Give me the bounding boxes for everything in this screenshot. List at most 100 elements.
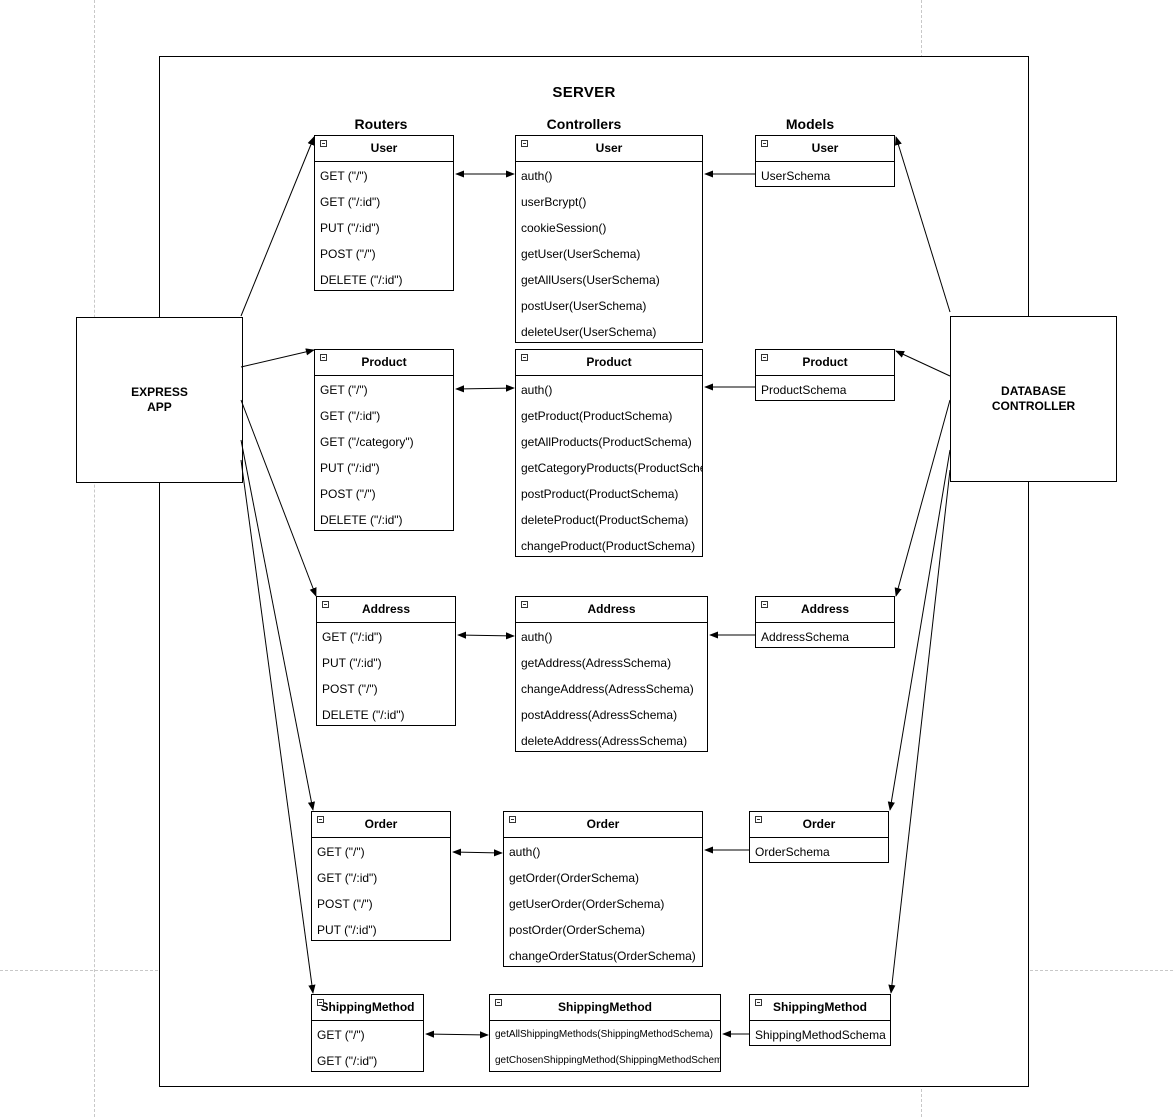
model-row: ShippingMethodSchema (755, 1028, 886, 1042)
router-row: GET ("/") (320, 169, 368, 183)
shipping-router-header: ShippingMethod (312, 995, 423, 1021)
controller-row: deleteProduct(ProductSchema) (521, 513, 689, 527)
router-row: GET ("/") (320, 383, 368, 397)
order-router-title: Order (364, 817, 398, 831)
collapse-icon[interactable] (521, 354, 528, 361)
controller-row: getUserOrder(OrderSchema) (509, 897, 665, 911)
product-controller-header: Product (516, 350, 702, 376)
order-model-title: Order (802, 817, 836, 831)
controller-row: getOrder(OrderSchema) (509, 871, 640, 885)
controller-row: postAddress(AdressSchema) (521, 708, 678, 722)
collapse-icon[interactable] (755, 816, 762, 823)
user-controller-title: User (595, 141, 623, 155)
controller-row: auth() (521, 630, 553, 644)
address-controller-box[interactable]: Address auth() getAddress(AdressSchema) cha… (515, 596, 708, 752)
collapse-icon[interactable] (761, 354, 768, 361)
controller-row: deleteUser(UserSchema) (521, 325, 657, 339)
collapse-icon[interactable] (317, 816, 324, 823)
model-row: UserSchema (761, 169, 831, 183)
router-row: GET ("/:id") (317, 871, 378, 885)
router-row: PUT ("/:id") (320, 461, 380, 475)
collapse-icon[interactable] (761, 140, 768, 147)
shipping-model-header: ShippingMethod (750, 995, 890, 1021)
collapse-icon[interactable] (322, 601, 329, 608)
server-title: SERVER (552, 84, 616, 101)
controller-row: userBcrypt() (521, 195, 587, 209)
collapse-icon[interactable] (317, 999, 324, 1006)
controller-row: postUser(UserSchema) (521, 299, 647, 313)
controller-row: getAllShippingMethods(ShippingMethodSche… (495, 1029, 713, 1040)
router-row: PUT ("/:id") (317, 923, 377, 937)
database-controller-box[interactable]: DATABASE CONTROLLER (950, 316, 1117, 482)
user-model-header: User (756, 136, 894, 162)
express-app-label: EXPRESS APP (131, 385, 188, 414)
controller-row: changeProduct(ProductSchema) (521, 539, 696, 553)
user-controller-box[interactable]: User auth() userBcrypt() cookieSession() get… (515, 135, 703, 343)
shipping-controller-title: ShippingMethod (558, 1000, 652, 1014)
shipping-controller-box[interactable]: ShippingMethod getAllShippingMethods(Ship… (489, 994, 721, 1072)
page-guide-left (94, 0, 95, 1117)
collapse-icon[interactable] (320, 354, 327, 361)
collapse-icon[interactable] (509, 816, 516, 823)
routers-column-title: Routers (354, 116, 408, 132)
router-row: POST ("/") (320, 487, 376, 501)
router-row: POST ("/") (322, 682, 378, 696)
controller-row: getAllProducts(ProductSchema) (521, 435, 692, 449)
address-model-title: Address (800, 602, 850, 616)
product-controller-title: Product (586, 355, 632, 369)
router-row: GET ("/:id") (320, 195, 381, 209)
express-app-box[interactable]: EXPRESS APP (76, 317, 243, 483)
controllers-column-title: Controllers (546, 116, 622, 132)
address-router-title: Address (361, 602, 411, 616)
controller-row: getAddress(AdressSchema) (521, 656, 672, 670)
models-column-title: Models (785, 116, 835, 132)
controller-row: cookieSession() (521, 221, 607, 235)
router-row: GET ("/:id") (317, 1054, 378, 1068)
controller-row: deleteAddress(AdressSchema) (521, 734, 688, 748)
controller-row: getUser(UserSchema) (521, 247, 641, 261)
controller-row: getChosenShippingMethod(ShippingMethodSc… (495, 1055, 720, 1066)
router-row: GET ("/:id") (320, 409, 381, 423)
collapse-icon[interactable] (521, 601, 528, 608)
order-model-header: Order (750, 812, 888, 838)
address-router-header: Address (317, 597, 455, 623)
user-model-title: User (811, 141, 839, 155)
database-controller-label: DATABASE CONTROLLER (991, 384, 1076, 413)
product-model-header: Product (756, 350, 894, 376)
controller-row: getAllUsers(UserSchema) (521, 273, 660, 287)
address-controller-title: Address (587, 602, 636, 616)
product-router-title: Product (361, 355, 407, 369)
controller-row: changeAddress(AdressSchema) (521, 682, 694, 696)
router-row: DELETE ("/:id") (322, 708, 405, 722)
address-model-header: Address (756, 597, 894, 623)
router-row: DELETE ("/:id") (320, 273, 403, 287)
controller-row: auth() (521, 169, 553, 183)
collapse-icon[interactable] (320, 140, 327, 147)
collapse-icon[interactable] (761, 601, 768, 608)
model-row: AddressSchema (761, 630, 850, 644)
product-router-header: Product (315, 350, 453, 376)
controller-row: auth() (521, 383, 553, 397)
shipping-controller-header: ShippingMethod (490, 995, 720, 1021)
collapse-icon[interactable] (755, 999, 762, 1006)
order-router-header: Order (312, 812, 450, 838)
order-controller-title: Order (586, 817, 620, 831)
collapse-icon[interactable] (495, 999, 502, 1006)
collapse-icon[interactable] (521, 140, 528, 147)
router-row: PUT ("/:id") (320, 221, 380, 235)
model-row: OrderSchema (755, 845, 830, 859)
router-row: POST ("/") (320, 247, 376, 261)
router-row: PUT ("/:id") (322, 656, 382, 670)
